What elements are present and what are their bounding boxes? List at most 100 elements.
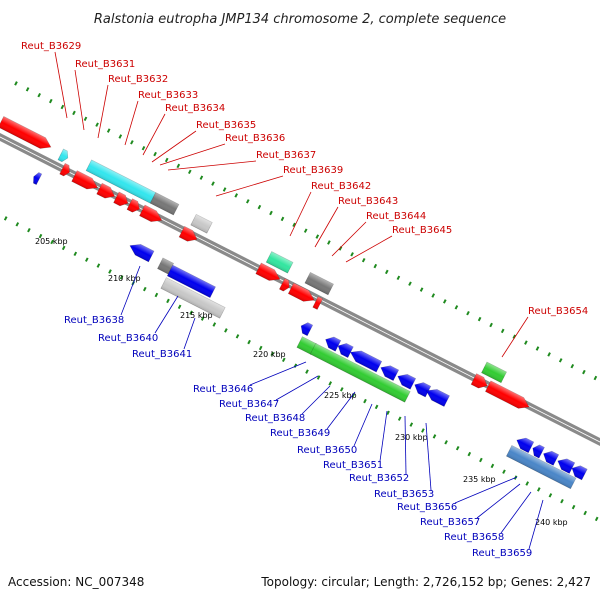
gene-label-bottom[interactable]: Reut_B3647 [219,399,279,410]
gene-feature[interactable] [96,182,118,201]
gene-label-top[interactable]: Reut_B3643 [338,196,398,207]
gene-feature[interactable] [424,385,450,407]
gene-feature[interactable] [265,251,294,274]
gene-feature[interactable] [395,371,417,390]
gene-label-bottom[interactable]: Reut_B3641 [132,349,192,360]
gene-feature[interactable] [127,240,155,263]
gene-label-top[interactable]: Reut_B3634 [165,103,225,114]
gene-shading [471,373,488,389]
tick-dot [61,245,66,251]
gene-feature[interactable] [309,343,411,403]
leader-line [331,221,367,257]
gene-label-bottom[interactable]: Reut_B3646 [193,384,253,395]
gene-feature[interactable] [555,456,576,474]
tick-dot [525,481,529,486]
gene-shading [0,116,51,149]
gene-label-top[interactable]: Reut_B3654 [528,306,588,317]
tick-dot [502,469,506,474]
gene-shading [414,382,431,397]
tick-dot [571,504,576,510]
tick-dot [524,340,528,345]
tick-dot [119,275,124,280]
gene-feature[interactable] [312,296,324,310]
gene-label-top[interactable]: Reut_B3644 [366,211,426,222]
gene-feature[interactable] [298,321,314,337]
gene-label-bottom[interactable]: Reut_B3659 [472,548,532,559]
gene-feature[interactable] [139,204,164,226]
gene-feature[interactable] [160,277,226,319]
tick-dot [560,498,564,504]
gene-feature[interactable] [190,213,213,234]
gene-feature[interactable] [304,271,334,296]
gene-label-bottom[interactable]: Reut_B3657 [420,517,480,528]
gene-label-bottom[interactable]: Reut_B3651 [323,460,383,471]
gene-feature[interactable] [31,171,43,186]
gene-label-bottom[interactable]: Reut_B3640 [98,333,158,344]
gene-label-top[interactable]: Reut_B3635 [196,120,256,131]
gene-feature[interactable] [335,341,354,358]
tick-dot [327,240,331,245]
gene-label-bottom[interactable]: Reut_B3656 [397,502,457,513]
gene-feature[interactable] [569,463,588,481]
gene-feature[interactable] [166,264,216,299]
gene-label-top[interactable]: Reut_B3629 [21,41,81,52]
tick-dot [95,122,99,127]
gene-feature[interactable] [378,362,400,382]
gene-feature[interactable] [541,448,560,466]
gene-feature[interactable] [126,198,142,215]
gene-feature[interactable] [514,435,535,454]
gene-label-bottom[interactable]: Reut_B3648 [245,413,305,424]
gene-feature[interactable] [149,192,180,216]
gene-label-bottom[interactable]: Reut_B3653 [374,489,434,500]
gene-feature[interactable] [113,191,131,209]
gene-feature[interactable] [484,380,531,413]
gene-label-bottom[interactable]: Reut_B3658 [444,532,504,543]
gene-feature[interactable] [59,162,73,177]
gene-label-top[interactable]: Reut_B3633 [138,90,198,101]
tick-dot [73,251,78,257]
gene-label-top[interactable]: Reut_B3642 [311,181,371,192]
gene-feature[interactable] [505,445,577,490]
gene-feature[interactable] [0,116,54,152]
tick-dot [361,257,366,263]
gene-label-bottom[interactable]: Reut_B3638 [64,315,124,326]
gene-feature[interactable] [278,278,292,292]
tick-dot [432,434,437,439]
gene-label-bottom[interactable]: Reut_B3650 [297,445,357,456]
gene-feature[interactable] [287,282,317,305]
tick-dot [512,334,517,339]
gene-feature[interactable] [57,148,71,163]
gene-feature[interactable] [323,334,342,352]
gene-shading [485,380,530,409]
gene-feature[interactable] [85,159,157,204]
leader-line [528,499,544,550]
gene-label-top[interactable]: Reut_B3632 [108,74,168,85]
gene-shading [126,198,140,213]
accession-text: Accession: NC_007348 [8,575,144,589]
leader-line [301,385,331,415]
gene-feature[interactable] [157,257,175,275]
tick-dot [38,233,43,239]
gene-label-top[interactable]: Reut_B3645 [392,225,452,236]
gene-feature[interactable] [296,336,317,356]
gene-feature[interactable] [470,373,490,391]
gene-feature[interactable] [412,379,432,398]
gene-label-top[interactable]: Reut_B3639 [283,165,343,176]
leader-line [425,422,432,491]
gene-label-top[interactable]: Reut_B3636 [225,133,285,144]
gene-feature[interactable] [178,225,200,244]
gene-label-top[interactable]: Reut_B3631 [75,59,135,70]
gene-label-bottom[interactable]: Reut_B3649 [270,428,330,439]
tick-dot [490,463,495,469]
gene-feature[interactable] [348,347,383,373]
tick-dot [397,416,402,421]
tick-dot [477,316,482,322]
gene-feature[interactable] [71,170,101,193]
tick-dot [558,358,563,363]
gene-label-bottom[interactable]: Reut_B3652 [349,473,409,484]
gene-label-top[interactable]: Reut_B3637 [256,150,316,161]
gene-feature[interactable] [255,262,283,285]
tick-dot [537,487,541,492]
gene-feature[interactable] [530,443,545,459]
gene-feature[interactable] [481,361,507,384]
